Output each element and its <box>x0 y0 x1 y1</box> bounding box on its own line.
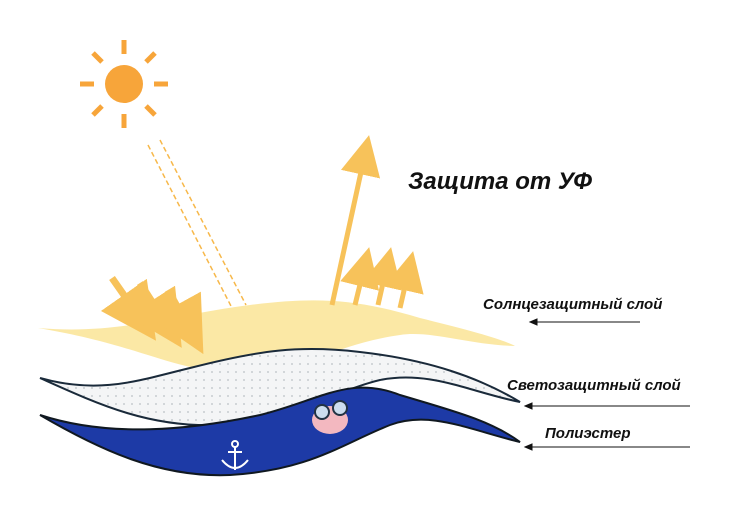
dashed-rays <box>147 139 247 309</box>
diagram-title: Защита от УФ <box>408 168 592 195</box>
character-pattern <box>312 400 348 434</box>
label-light-protection-layer: Светозащитный слой <box>507 377 681 394</box>
anchor-icon <box>221 440 249 470</box>
label-polyester: Полиэстер <box>545 425 631 442</box>
label-sunscreen-layer: Солнцезащитный слой <box>483 296 663 313</box>
incoming-uv-arrows <box>100 275 204 355</box>
polyester-layer <box>39 386 521 477</box>
reflected-uv-arrows <box>329 135 424 309</box>
sun-icon <box>80 40 168 128</box>
label-arrows <box>523 318 690 451</box>
sunscreen-layer <box>38 300 515 373</box>
